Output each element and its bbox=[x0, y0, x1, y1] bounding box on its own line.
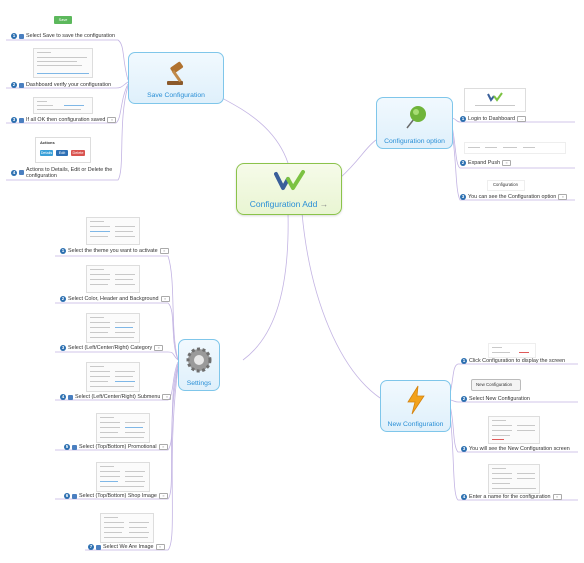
gear-icon bbox=[186, 347, 212, 373]
settings-thumbnail-6 bbox=[96, 462, 150, 492]
topic-new-configuration[interactable]: New Configuration bbox=[380, 380, 451, 432]
topic-settings[interactable]: Settings bbox=[178, 339, 220, 391]
actions-title: Actions bbox=[40, 140, 55, 145]
central-topic[interactable]: Configuration Add → bbox=[236, 163, 342, 215]
gavel-icon bbox=[167, 61, 184, 85]
delete-button[interactable]: Delete bbox=[71, 150, 85, 156]
central-title: Configuration Add → bbox=[249, 199, 329, 209]
click-config-thumbnail bbox=[488, 343, 536, 358]
settings-thumbnail-7 bbox=[100, 513, 154, 543]
config-saved-thumbnail bbox=[33, 97, 93, 114]
w-logo-icon bbox=[274, 170, 305, 190]
new-configuration-button[interactable]: New Configuration bbox=[471, 379, 521, 391]
new-config-screen-thumbnail bbox=[488, 416, 540, 444]
details-button[interactable]: Details bbox=[40, 150, 53, 156]
topic-save-label: Save Configuration bbox=[147, 92, 205, 99]
topic-save-configuration[interactable]: Save Configuration bbox=[128, 52, 224, 104]
topic-new-config-label: New Configuration bbox=[387, 421, 444, 428]
settings-thumbnail-5 bbox=[96, 413, 150, 443]
dashboard-thumbnail bbox=[33, 48, 93, 78]
settings-thumbnail-1 bbox=[86, 217, 140, 245]
dashboard-logo-icon bbox=[487, 92, 503, 102]
settings-thumbnail-4 bbox=[86, 362, 140, 392]
settings-thumbnail-3 bbox=[86, 313, 140, 343]
login-dashboard-thumbnail bbox=[464, 88, 526, 112]
lightning-icon bbox=[407, 385, 425, 415]
enter-name-thumbnail bbox=[488, 464, 540, 494]
note-icon: ≡ bbox=[107, 117, 117, 123]
configuration-option-thumbnail: Configuration bbox=[487, 180, 525, 191]
topic-config-option-label: Configuration option bbox=[384, 138, 445, 145]
topic-configuration-option[interactable]: Configuration option bbox=[376, 97, 453, 149]
new-configuration-label: New Configuration bbox=[476, 382, 513, 387]
save-button[interactable]: Save bbox=[54, 16, 72, 24]
pushpin-icon bbox=[406, 106, 426, 129]
expand-push-thumbnail bbox=[464, 142, 566, 154]
topic-settings-label: Settings bbox=[186, 380, 212, 387]
settings-thumbnail-2 bbox=[86, 265, 140, 293]
configuration-label: Configuration bbox=[493, 182, 518, 187]
edit-button[interactable]: Edit bbox=[56, 150, 68, 156]
save-item-4: 4 Actions to Details, Edit or Delete the… bbox=[11, 167, 113, 179]
actions-panel: Actions Details Edit Delete bbox=[35, 137, 91, 163]
